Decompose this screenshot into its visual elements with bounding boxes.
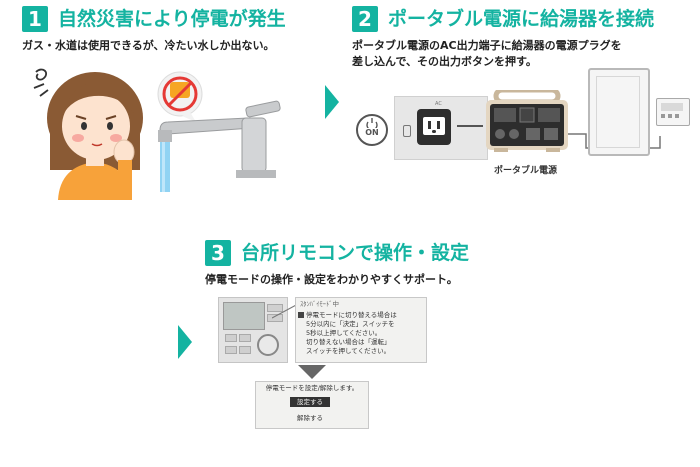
confirm-screen: 停電モードを設定/解除します。 設定する 解除する (255, 381, 369, 429)
standby-screen-header: ｽﾀﾝﾊﾞｲﾓｰﾄﾞ中 (300, 300, 339, 308)
step-3-number: 3 (205, 240, 231, 266)
step-2-number: 2 (352, 6, 378, 32)
screen-line-2: 5分以内に「決定」スイッチを (306, 320, 395, 328)
on-label: ON (365, 128, 379, 137)
ac-led (403, 125, 411, 137)
faucet-illustration (157, 71, 281, 192)
arrow-right-icon (178, 325, 192, 359)
water-heater-unit (588, 68, 650, 156)
arrow-down-icon (298, 365, 326, 379)
worry-swirl-icon (35, 68, 48, 81)
step-3-description: 停電モードの操作・設定をわかりやすくサポート。 (205, 273, 458, 286)
screen-bullet-icon (298, 312, 304, 318)
callout-line (272, 303, 299, 319)
confirm-option-set: 設定する (290, 397, 330, 407)
confirm-screen-title: 停電モードを設定/解除します。 (265, 384, 359, 392)
water-heater-icon (170, 82, 190, 98)
step-1-number: 1 (22, 6, 48, 32)
prohibited-icon (162, 76, 198, 112)
arrow-right-icon (325, 85, 339, 119)
ac-panel-closeup: AC (394, 96, 488, 160)
screen-line-1: 停電モードに切り替える場合は (306, 311, 397, 319)
screen-line-4: 切り替えない場合は「運転」 (306, 338, 391, 346)
step-3-title: 台所リモコンで操作・設定 (241, 242, 470, 264)
power-icon (366, 118, 378, 128)
ac-outlet (417, 109, 451, 145)
ac-label: AC (435, 101, 442, 107)
portable-power-caption: ポータブル電源 (494, 166, 558, 176)
step-2-title: ポータブル電源に給湯器を接続 (388, 8, 655, 30)
confirm-option-cancel: 解除する (297, 414, 323, 422)
step-2-description-line-2: 差し込んで、その出力ボタンを押す。 (352, 55, 537, 68)
step-2-description-line-1: ポータブル電源のAC出力端子に給湯器の電源プラグを (352, 39, 622, 52)
portable-power-station-illustration (486, 90, 568, 152)
step-1-description: ガス・水道は使用できるが、冷たい水しか出ない。 (22, 39, 275, 52)
step-1-title: 自然災害により停電が発生 (58, 8, 286, 30)
on-button: ON (356, 114, 388, 146)
standby-screen: ｽﾀﾝﾊﾞｲﾓｰﾄﾞ中 停電モードに切り替える場合は 5分以内に「決定」スイッチ… (295, 297, 427, 363)
worried-woman-illustration (33, 68, 143, 200)
screen-line-5: スイッチを押してください。 (306, 347, 391, 355)
kitchen-remote-device (218, 297, 288, 363)
kitchen-remote-small (656, 98, 690, 126)
screen-line-3: 5秒以上押してください。 (306, 329, 382, 337)
